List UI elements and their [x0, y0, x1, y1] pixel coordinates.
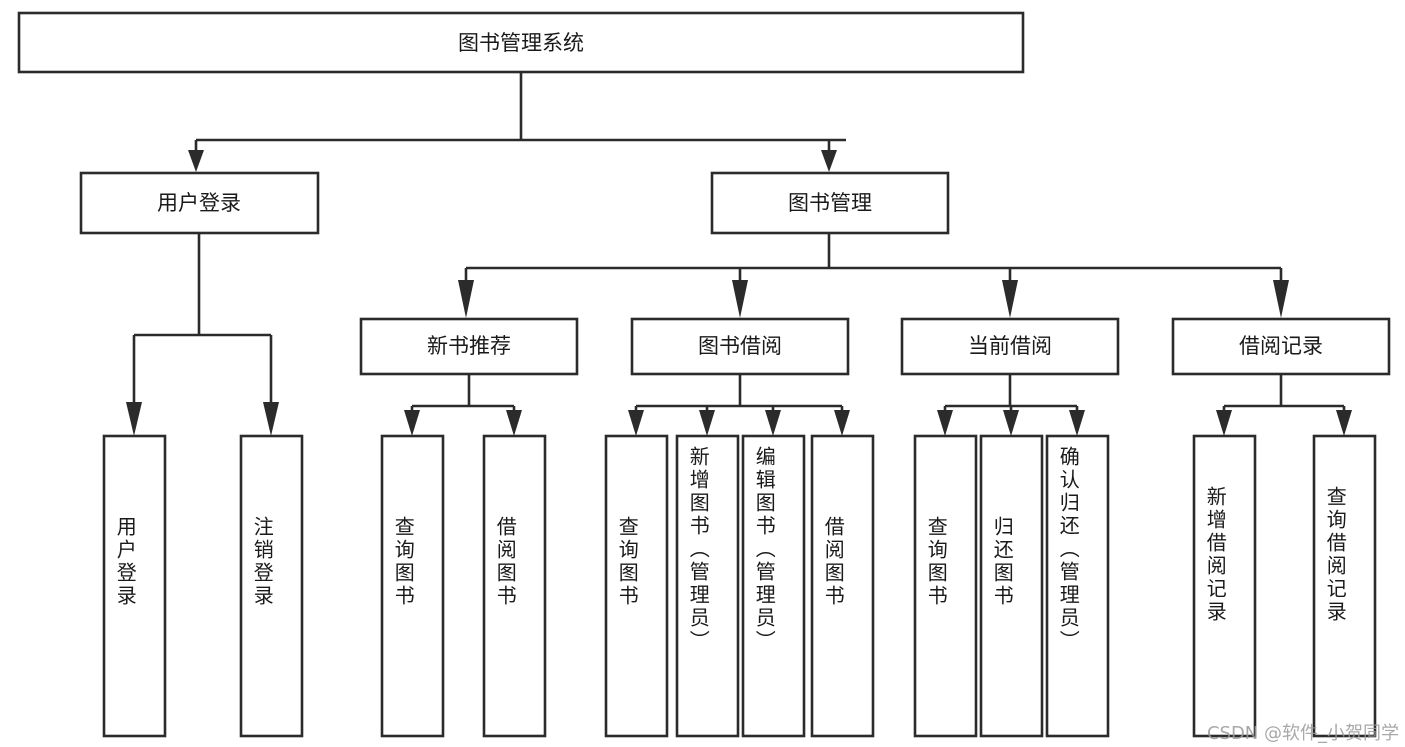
node-current-borrow-label: 当前借阅 — [968, 334, 1052, 358]
node-book-management-box[interactable] — [710, 171, 950, 235]
node-user-login-box[interactable] — [79, 171, 320, 235]
connector-group-current-borrow — [937, 375, 1085, 436]
node-book-borrow-box[interactable] — [630, 317, 850, 376]
node-leaf-return-book-box[interactable] — [979, 434, 1044, 738]
arrow-head-borrow-record — [1273, 280, 1289, 318]
connector-group-user-login — [126, 233, 279, 436]
node-book-management[interactable]: 图书管理 — [710, 171, 950, 235]
node-current-borrow[interactable]: 当前借阅 — [900, 317, 1120, 376]
arrow-head-leaf-confirm-return — [1069, 410, 1085, 436]
node-leaf-query-book-3-box[interactable] — [913, 434, 978, 738]
arrow-head-leaf-query-record — [1336, 410, 1352, 436]
node-leaf-logout-box[interactable] — [239, 434, 304, 738]
node-root-label: 图书管理系统 — [458, 31, 584, 55]
arrow-head-leaf-borrow-book-2 — [834, 410, 850, 436]
arrow-head-leaf-query-book-2 — [628, 410, 644, 436]
node-current-borrow-box[interactable] — [900, 317, 1120, 376]
arrow-head-leaf-query-book-3 — [937, 410, 953, 436]
arrow-head-leaf-borrow-book-1 — [506, 410, 522, 436]
node-user-login[interactable]: 用户登录 — [79, 171, 320, 235]
connector-group-book-borrow — [628, 375, 850, 436]
node-leaf-add-book-box[interactable] — [675, 434, 740, 738]
node-leaf-user-login-box[interactable] — [102, 434, 167, 738]
node-leaf-add-record-box[interactable] — [1192, 434, 1257, 738]
node-book-borrow-label: 图书借阅 — [698, 334, 782, 358]
node-root-box[interactable] — [17, 11, 1025, 74]
node-root[interactable]: 图书管理系统 — [17, 11, 1025, 74]
node-borrow-record[interactable]: 借阅记录 — [1171, 317, 1391, 376]
node-borrow-record-label: 借阅记录 — [1239, 334, 1323, 358]
arrow-head-leaf-edit-book — [765, 410, 781, 436]
node-leaf-query-book-2-box[interactable] — [604, 434, 669, 738]
connector-group-book-management — [458, 233, 1289, 318]
arrow-head-user-login — [188, 150, 204, 172]
node-leaf-borrow-book-2-box[interactable] — [810, 434, 875, 738]
node-leaf-edit-book-box[interactable] — [741, 434, 806, 738]
connector-group-borrow-record — [1216, 375, 1352, 436]
arrow-head-leaf-query-book-1 — [404, 410, 420, 436]
leaf-boxes — [102, 434, 1377, 738]
arrow-head-current-borrow — [1002, 280, 1018, 318]
arrow-head-leaf-add-record — [1216, 410, 1232, 436]
node-leaf-query-record-box[interactable] — [1312, 434, 1377, 738]
arrow-head-leaf-add-book — [699, 410, 715, 436]
node-leaf-borrow-book-1-box[interactable] — [482, 434, 547, 738]
node-book-borrow[interactable]: 图书借阅 — [630, 317, 850, 376]
arrow-head-leaf-return-book — [1003, 410, 1019, 436]
node-borrow-record-box[interactable] — [1171, 317, 1391, 376]
node-new-book-recommend[interactable]: 新书推荐 — [359, 317, 579, 376]
node-new-book-recommend-label: 新书推荐 — [427, 334, 511, 358]
node-book-management-label: 图书管理 — [788, 191, 872, 215]
watermark-label: CSDN @软件_小贺同学 — [1206, 723, 1399, 744]
arrow-head-book-management — [821, 150, 837, 172]
node-new-book-recommend-box[interactable] — [359, 317, 579, 376]
arrow-head-leaf-logout — [263, 402, 279, 436]
node-leaf-confirm-return-box[interactable] — [1045, 434, 1110, 738]
arrow-head-book-borrow — [732, 280, 748, 318]
connector-group-root — [188, 72, 846, 172]
node-user-login-label: 用户登录 — [157, 191, 241, 215]
node-leaf-query-book-1-box[interactable] — [380, 434, 445, 738]
arrow-head-leaf-user-login — [126, 402, 142, 436]
connector-group-new-book-recommend — [404, 375, 522, 436]
arrow-head-new-book-recommend — [458, 280, 474, 318]
